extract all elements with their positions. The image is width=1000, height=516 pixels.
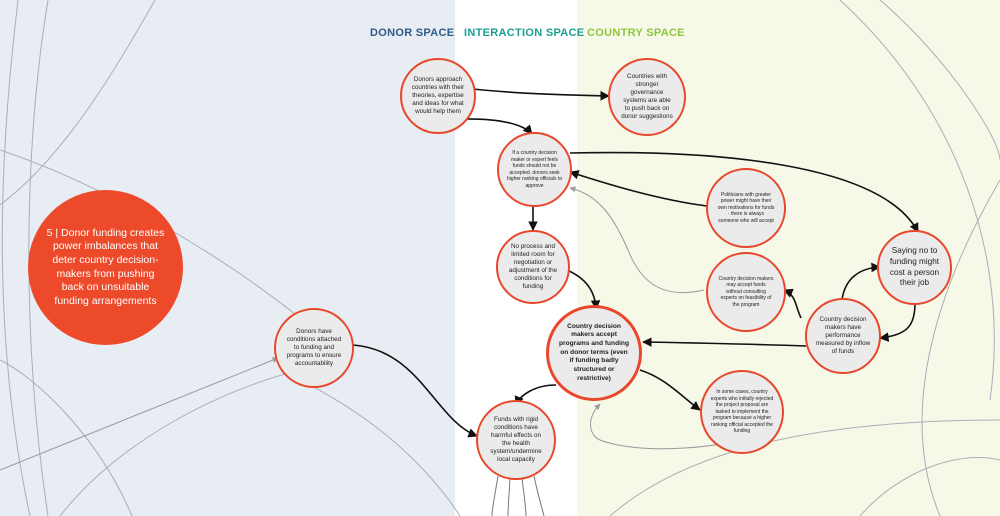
causal-arrows	[352, 88, 919, 438]
strand-line	[491, 475, 499, 516]
node-stronger-governance: Countries with stronger governance syste…	[608, 58, 686, 136]
node-label: Saying no to funding might cost a person…	[889, 246, 940, 288]
node-donor-conditions: Donors have conditions attached to fundi…	[274, 308, 354, 388]
trailing-strands	[491, 475, 545, 516]
arrow-seek-officials-to-saying-no	[569, 151, 919, 233]
strand-line	[533, 475, 545, 516]
strand-line	[521, 477, 527, 516]
node-label: Country decision makers may accept funds…	[718, 275, 774, 308]
arrow-politicians-to-seek-officials	[569, 170, 708, 207]
node-label: Countries with stronger governance syste…	[621, 72, 673, 121]
background-curve	[839, 0, 995, 401]
node-label: If a country decision maker or expert fe…	[506, 150, 563, 189]
node-rigid-conditions: Funds with rigid conditions have harmful…	[476, 400, 556, 480]
country-space-title: COUNTRY SPACE	[587, 27, 685, 39]
background-curve	[921, 179, 1000, 516]
node-performance-inflow: Country decision makers have performance…	[805, 298, 881, 374]
background-curve	[879, 0, 1000, 161]
donor-space-title: DONOR SPACE	[370, 27, 455, 39]
node-politicians: Politicians with greater power might hav…	[706, 168, 786, 248]
arrow-performance-to-accept	[642, 337, 807, 347]
node-seek-higher-officials: If a country decision maker or expert fe…	[497, 132, 572, 207]
node-label: Politicians with greater power might hav…	[717, 191, 775, 224]
strand-line	[507, 477, 511, 516]
node-accept-programs: Country decision makers accept programs …	[546, 305, 642, 401]
node-donors-approach: Donors approach countries with their the…	[400, 58, 476, 134]
background-curve	[299, 379, 461, 516]
node-saying-no: Saying no to funding might cost a person…	[877, 230, 952, 305]
node-no-process: No process and limited room for negotiat…	[496, 230, 570, 304]
node-label: Donors have conditions attached to fundi…	[286, 327, 342, 368]
arrow-performance-to-accept-without-experts	[783, 288, 802, 319]
background-curve	[859, 457, 1000, 516]
node-accept-without-experts: Country decision makers may accept funds…	[706, 252, 786, 332]
arrow-no-process-to-accept	[566, 269, 601, 310]
node-label: Country decision makers accept programs …	[559, 322, 629, 382]
background-curve	[609, 419, 1000, 516]
node-label: Country decision makers have performance…	[815, 315, 871, 356]
arrow-approach-to-governance	[472, 88, 610, 101]
background-curve	[28, 0, 49, 516]
arrow-accept-to-experts-implement	[639, 369, 701, 411]
background-curve	[59, 369, 301, 516]
arrow-approach-to-seek-officials	[459, 118, 533, 135]
theme-title-text: 5 | Donor funding creates power imbalanc…	[46, 226, 165, 307]
node-label: In some cases, country experts who initi…	[710, 389, 774, 435]
node-experts-implement: In some cases, country experts who initi…	[700, 370, 784, 454]
arrow-performance-to-saying-no	[841, 262, 881, 301]
arrow-into-donor-conditions	[0, 357, 279, 471]
node-label: Funds with rigid conditions have harmful…	[490, 415, 542, 464]
background-curve	[0, 0, 156, 206]
interaction-space-title: INTERACTION SPACE	[464, 27, 585, 39]
arrow-saying-no-to-performance	[879, 302, 916, 342]
node-label: No process and limited room for negotiat…	[508, 242, 558, 291]
node-label: Donors approach countries with their the…	[411, 75, 465, 116]
theme-title-circle: 5 | Donor funding creates power imbalanc…	[28, 190, 183, 345]
arrow-accept-without-experts-to-seek-officials	[569, 186, 705, 294]
background-curve	[0, 359, 133, 516]
arrow-conditions-to-rigid	[352, 344, 478, 438]
background-curve	[1, 0, 31, 516]
